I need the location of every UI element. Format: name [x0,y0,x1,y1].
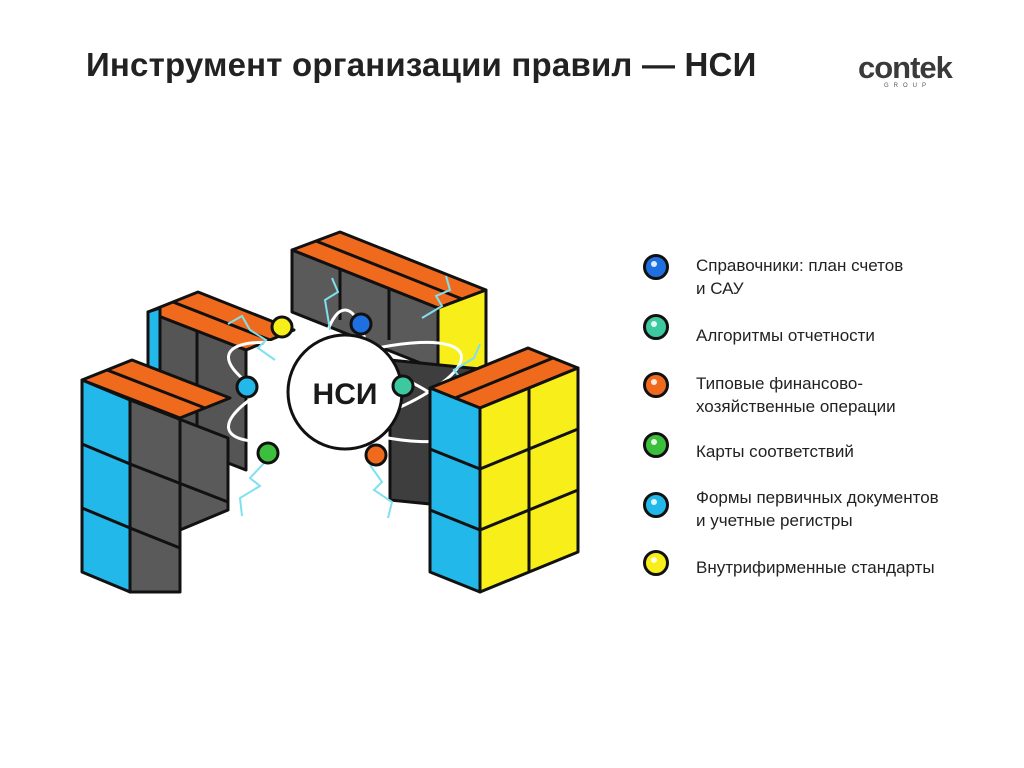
contek-logo: contek GROUP [858,52,968,94]
center-label: НСИ [313,378,378,411]
teal-dot-icon [643,314,669,340]
cyan-dot-icon [643,492,669,518]
green-dot-icon [643,432,669,458]
legend-text: Формы первичных документов и учетные рег… [696,488,939,530]
page-title: Инструмент организации правил — НСИ [86,46,757,83]
logo-word: contek [858,50,953,85]
atom-group: НСИ [226,275,481,519]
blue-dot-icon [643,254,669,280]
legend-text: Внутрифирменные стандарты [696,558,935,577]
legend-text: Карты соответствий [696,442,854,461]
legend-text: Типовые финансово- хозяйственные операци… [696,374,896,416]
orange-dot-icon [643,372,669,398]
logo-sub: GROUP [884,83,932,89]
yellow-dot-icon [643,550,669,576]
legend-text: Алгоритмы отчетности [696,326,875,345]
legend-text: Справочники: план счетов и САУ [696,256,904,298]
cube-atom-illustration: НСИ [80,230,580,594]
